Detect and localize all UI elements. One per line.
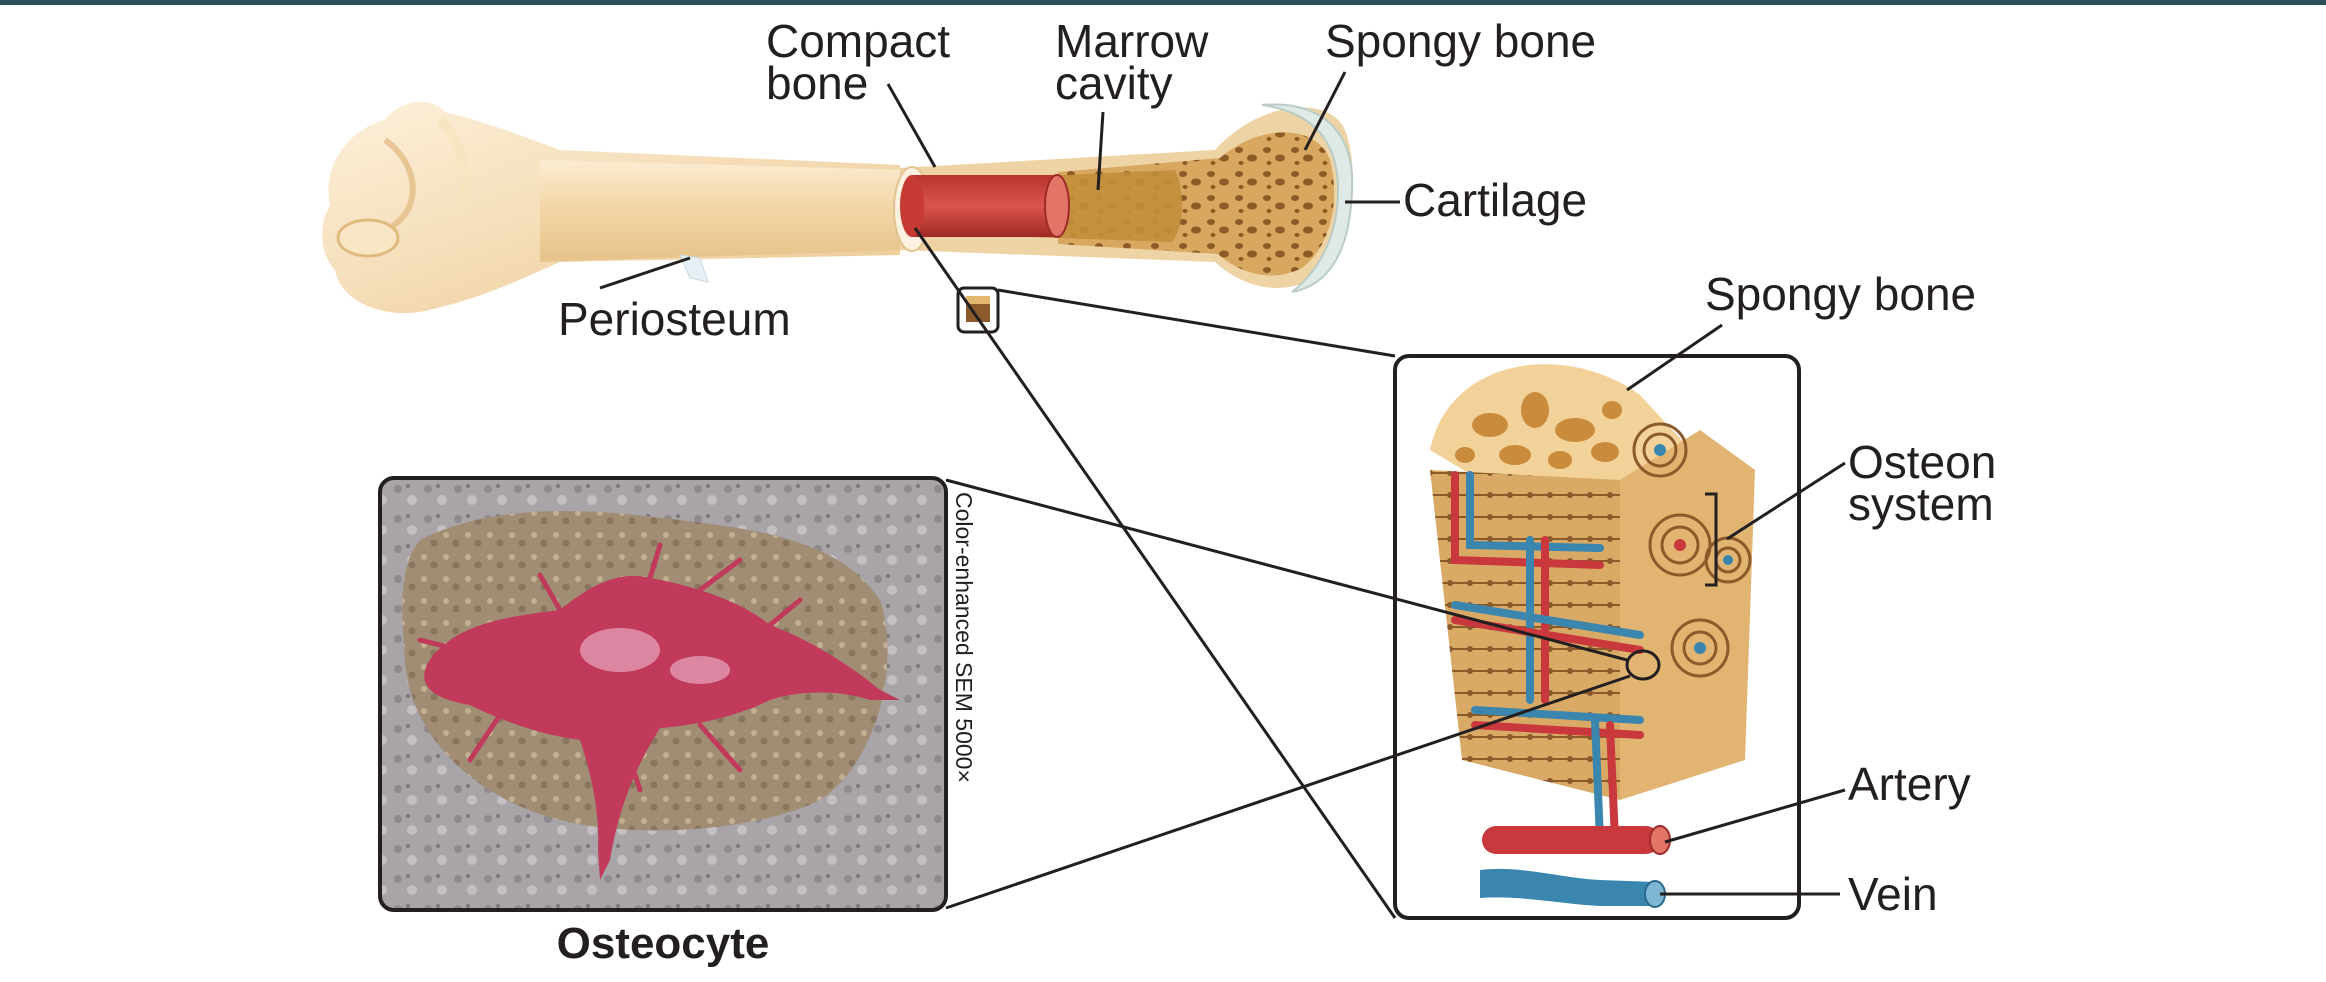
bone-block-detail [1393, 354, 1801, 920]
osteocyte-cell [424, 575, 900, 880]
artery-label: Artery [1848, 758, 1971, 810]
compact-bone-label-line1: Compact [766, 15, 950, 67]
leader-lines [599, 71, 1846, 896]
vein-label: Vein [1848, 868, 1938, 920]
osteon-system-label-line2: system [1848, 478, 1994, 530]
spongy-bone-top-label: Spongy bone [1325, 15, 1596, 67]
zoom-line-bottom [913, 227, 1397, 919]
zoom-line-top [997, 288, 1396, 358]
zoom-line-sem-top [945, 478, 1628, 662]
periosteum-label: Periosteum [558, 293, 791, 345]
long-bone [322, 101, 1354, 314]
cartilage-label: Cartilage [1403, 174, 1587, 226]
osteon-bracket [1705, 492, 1718, 587]
spongy-bone-detail-label: Spongy bone [1705, 268, 1976, 320]
zoom-line-sem-bottom [945, 674, 1631, 910]
marrow-cavity-label-line1: Marrow [1055, 15, 1209, 67]
osteocyte-micrograph [378, 476, 948, 912]
top-bar [0, 0, 2326, 5]
compact-bone-label-line2: bone [766, 57, 868, 109]
osteocyte-label: Osteocyte [557, 919, 770, 968]
artery-tube [1482, 825, 1671, 855]
marrow-cavity-label-line2: cavity [1055, 57, 1173, 109]
osteon-system-label-line1: Osteon [1848, 436, 1996, 488]
micrograph-caption: Color-enhanced SEM 5000× [951, 492, 977, 783]
sample-callout [956, 286, 1000, 334]
